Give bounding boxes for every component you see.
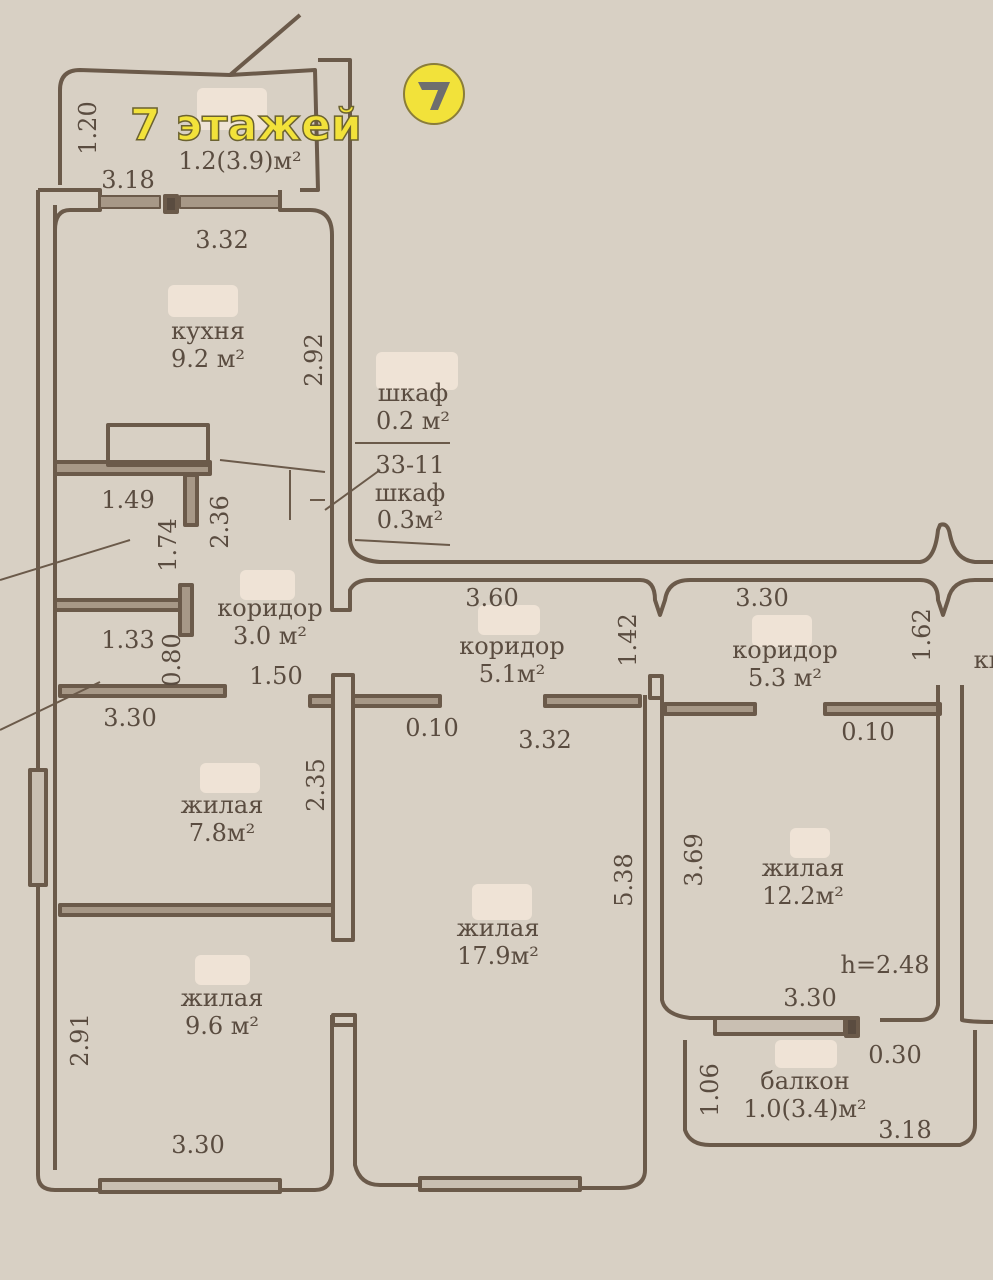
room-area: 9.2 м² <box>170 344 246 373</box>
room-area: 17.9м² <box>457 941 539 970</box>
room-name: коридор <box>459 632 565 660</box>
room-name: коридор <box>732 636 838 664</box>
dimension-label: 3.60 <box>465 584 519 612</box>
dimension-label: 3.30 <box>735 584 789 612</box>
room-name: шкаф <box>374 478 446 507</box>
dimension-label: 0.30 <box>868 1041 922 1069</box>
dimension-label: 2.35 <box>302 758 330 812</box>
brand-logo <box>403 63 465 125</box>
redaction-patch <box>478 605 540 635</box>
dimension-label: 1.74 <box>154 518 182 572</box>
room-area: 1.2(3.9)м² <box>178 147 302 175</box>
redaction-patch <box>752 615 812 647</box>
dimension-label: 0.10 <box>841 718 895 746</box>
redaction-patch <box>472 884 532 920</box>
dimension-label: 3.18 <box>878 1116 932 1144</box>
dimension-label: 1.06 <box>696 1063 724 1117</box>
room-name: жилая <box>761 854 845 882</box>
dimension-label: 1.62 <box>908 608 936 662</box>
closet-code: 33-11 <box>375 451 445 479</box>
room-balcony-top: 1.2(3.9)м² <box>178 147 302 176</box>
floors-count-title: 7 этажей <box>129 99 362 152</box>
room-area: 12.2м² <box>762 881 844 910</box>
dimension-label: 2.92 <box>300 333 328 387</box>
room-name: коридор <box>217 594 323 622</box>
room-name: шкаф <box>377 379 449 407</box>
dimension-label: 3.18 <box>101 166 155 194</box>
dimension-label: 1.20 <box>74 101 102 155</box>
redaction-patch <box>790 828 830 858</box>
redaction-patch <box>775 1040 837 1068</box>
dimension-label: 1.50 <box>249 662 303 690</box>
room-area: 5.3 м² <box>747 663 823 692</box>
dimension-label: 5.38 <box>610 853 638 907</box>
dimension-label: 0.80 <box>158 633 186 687</box>
dimension-label: 2.91 <box>66 1013 94 1067</box>
dimension-label: 2.36 <box>206 495 234 549</box>
room-name: жилая <box>180 791 264 819</box>
dimension-label: 3.30 <box>783 984 837 1012</box>
redaction-patch <box>376 352 458 390</box>
room-area: 9.6 м² <box>184 1011 260 1040</box>
dimension-label: 3.30 <box>171 1131 225 1159</box>
logo-seven-icon <box>418 82 450 110</box>
room-partial-right: кı <box>973 646 993 674</box>
dimension-label: 1.49 <box>101 486 155 514</box>
room-name: жилая <box>456 914 540 942</box>
room-name: балкон <box>760 1067 850 1095</box>
ceiling-height: h=2.48 <box>840 951 930 979</box>
redaction-patch <box>200 763 260 793</box>
redaction-patch <box>168 285 238 317</box>
room-area: 5.1м² <box>478 659 546 688</box>
room-area: 3.0 м² <box>232 621 308 650</box>
room-area: 7.8м² <box>188 818 256 847</box>
redaction-patch <box>240 570 295 600</box>
dimension-label: 3.69 <box>680 833 708 887</box>
dimension-label: 3.32 <box>518 726 572 754</box>
dimension-label: 0.10 <box>405 714 459 742</box>
redaction-patch <box>197 88 267 130</box>
dimension-label: 3.32 <box>195 226 249 254</box>
dimension-label: 3.30 <box>103 704 157 732</box>
room-name: кухня <box>171 317 245 345</box>
dimension-label: 1.33 <box>101 626 155 654</box>
room-area: 0.2 м² <box>375 406 451 435</box>
dimension-label: 1.42 <box>614 613 642 667</box>
room-area: 0.3м² <box>376 506 444 535</box>
room-name: жилая <box>180 984 264 1012</box>
redaction-patch <box>195 955 250 985</box>
room-area: 1.0(3.4)м² <box>743 1094 867 1123</box>
